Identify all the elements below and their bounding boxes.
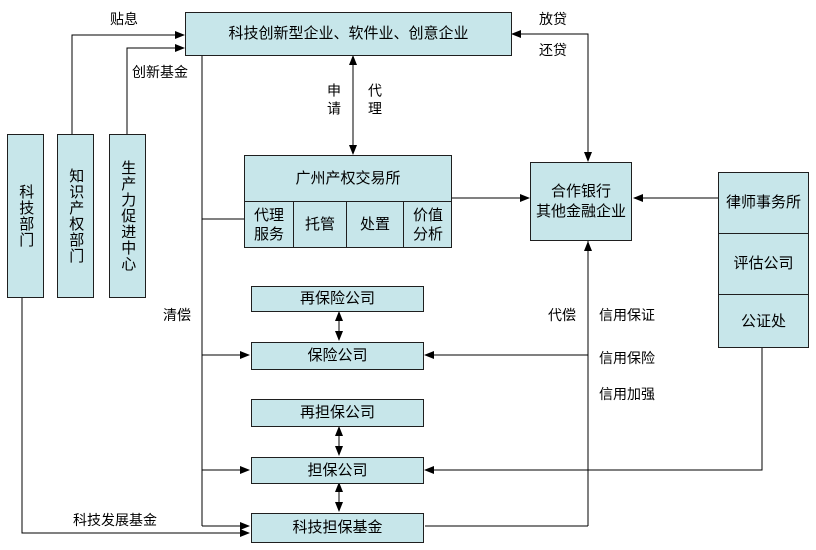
credit-insurance-label: 信用保险	[599, 351, 655, 367]
repay-label: 还贷	[539, 43, 567, 59]
lend-label: 放贷	[539, 12, 567, 28]
partner-banks-box: 合作银行 其他金融企业	[530, 162, 632, 241]
compensate-label: 代偿	[548, 308, 576, 324]
exchange-agency-service-cell: 代理 服务	[253, 205, 284, 243]
reinsurance-box: 再保险公司	[251, 286, 424, 312]
innovation-fund-arrow	[126, 44, 185, 134]
productivity-center-label: 生产力促进中心	[119, 160, 138, 272]
notary-label: 公证处	[740, 312, 786, 331]
innovation-fund-label: 创新基金	[132, 65, 188, 81]
insurance-box: 保险公司	[251, 342, 424, 370]
apply-label: 申请	[325, 83, 341, 119]
law-firm-label: 律师事务所	[719, 173, 808, 234]
professional-services-box: 律师事务所 评估公司 公证处	[718, 172, 809, 348]
agent-label: 代理	[366, 83, 382, 119]
reinsurance-label: 再保险公司	[299, 289, 375, 308]
tech-department-label: 科技部门	[17, 184, 36, 248]
property-exchange-box: 广州产权交易所 代理 服务 托管 处置 价值 分析	[244, 155, 452, 248]
exchange-custody-cell: 托管	[293, 201, 346, 248]
tech-enterprises-box: 科技创新型企业、软件业、创意企业	[185, 12, 512, 56]
dev-fund-label: 科技发展基金	[73, 513, 157, 529]
reguarantee-label: 再担保公司	[299, 403, 375, 422]
partner-banks-label: 合作银行 其他金融企业	[535, 182, 626, 220]
appraisal-label: 评估公司	[719, 234, 808, 295]
ip-department-box: 知识产权部门	[57, 134, 94, 298]
tech-enterprises-label: 科技创新型企业、软件业、创意企业	[228, 24, 469, 43]
guarantee-box: 担保公司	[251, 457, 424, 484]
ip-department-label: 知识产权部门	[67, 168, 86, 264]
exchange-disposal-cell: 处置	[346, 201, 403, 248]
tech-guarantee-fund-label: 科技担保基金	[292, 518, 383, 537]
tech-guarantee-fund-box: 科技担保基金	[251, 513, 424, 543]
reguarantee-box: 再担保公司	[251, 399, 424, 427]
insurance-label: 保险公司	[307, 346, 368, 365]
dev-fund-arrow	[21, 298, 250, 537]
exchange-valuation-cell: 价值 分析	[403, 201, 452, 248]
credit-enhance-label: 信用加强	[599, 387, 655, 403]
productivity-center-box: 生产力促进中心	[109, 134, 146, 298]
subsidy-label: 贴息	[110, 12, 138, 28]
credit-guarantee-label: 信用保证	[599, 308, 655, 324]
subsidy-arrow	[71, 31, 185, 134]
law-to-guarantee-arrow	[424, 348, 763, 474]
tech-department-box: 科技部门	[7, 134, 44, 298]
settle-label: 清偿	[163, 308, 191, 324]
guarantee-label: 担保公司	[307, 460, 368, 479]
property-exchange-title: 广州产权交易所	[245, 156, 451, 202]
